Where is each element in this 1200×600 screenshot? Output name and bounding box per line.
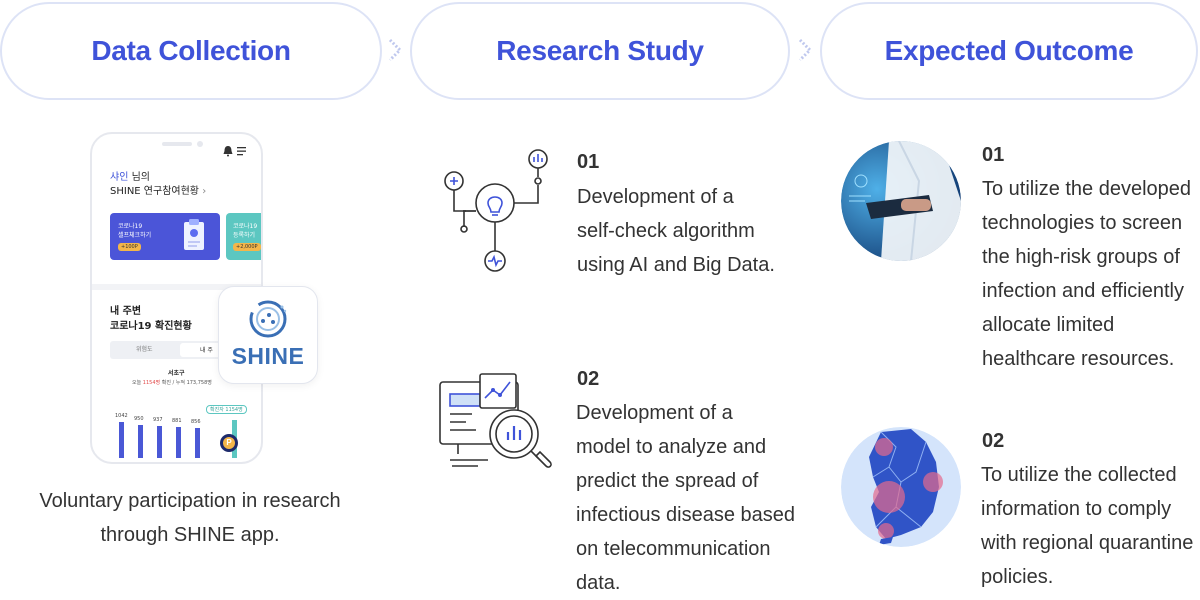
desc-line: To utilize the collected: [981, 464, 1177, 486]
tab-risk[interactable]: 위험도: [136, 346, 153, 353]
region-label: 서초구: [168, 370, 185, 377]
desc-line: the high-risk groups of: [982, 246, 1180, 268]
algorithm-icon: [444, 149, 548, 272]
desc-line: self-check algorithm: [577, 220, 755, 242]
card-line: 코로나19: [118, 223, 143, 230]
chart-bar-label: 881: [172, 418, 182, 424]
desc-line: healthcare resources.: [982, 348, 1175, 370]
shine-app-icon: SHINE: [218, 286, 318, 384]
chart-badge: 확진자 1154명: [206, 405, 247, 414]
korea-map: [841, 427, 961, 547]
chart-bar-label: 1042: [115, 413, 128, 419]
point-p-icon: P: [223, 437, 235, 449]
stage-pill-expected-outcome: Expected Outcome: [820, 2, 1198, 100]
desc-line: predict the spread of: [576, 470, 759, 492]
stage-title: Research Study: [496, 35, 704, 66]
desc-line: using AI and Big Data.: [577, 254, 775, 276]
menu-icon: [237, 147, 246, 156]
section-divider: [92, 284, 261, 290]
nearby-title-line2: 코로나19 확진현황: [110, 321, 192, 332]
stage-title: Expected Outcome: [884, 35, 1134, 66]
points-badge: +2,000P: [233, 243, 261, 251]
desc-line: infectious disease based: [576, 504, 796, 526]
chart-bar: [157, 426, 162, 458]
collection-caption: Voluntary participation in research thro…: [30, 484, 350, 552]
points-fab[interactable]: P: [220, 434, 238, 452]
desc-line: technologies to screen: [982, 212, 1183, 234]
chart-bar: [195, 428, 200, 458]
shine-logo-icon: [249, 300, 287, 338]
desc-line: policies.: [981, 566, 1054, 588]
desc-line: information to comply: [981, 498, 1172, 520]
research-item-number: 02: [577, 368, 600, 390]
desc-line: on telecommunication: [576, 538, 771, 560]
desc-line: data.: [576, 572, 621, 594]
outcome-item-number: 02: [982, 430, 1005, 452]
chart-bar-label: 950: [134, 416, 144, 422]
stage-pill-research-study: Research Study: [410, 2, 790, 100]
chevron-right-icon: [388, 38, 403, 62]
chart-bar: [176, 427, 181, 458]
phone-camera: [197, 141, 203, 147]
self-check-card[interactable]: 코로나19 셀프체크하기 +100P: [110, 213, 220, 260]
chart-bar-label: 937: [153, 417, 163, 423]
research-item-number: 01: [577, 151, 600, 173]
shine-wordmark: SHINE: [231, 343, 305, 369]
desc-line: model to analyze and: [576, 436, 767, 458]
bell-icon: [223, 146, 233, 157]
daily-count: 오늘 1154명 확진 / 누적 173,758명: [132, 380, 212, 386]
caption-line: Voluntary participation in research: [39, 490, 341, 512]
desc-line: To utilize the developed: [982, 178, 1192, 200]
research-item-description: Development of a model to analyze and pr…: [576, 396, 795, 600]
points-badge: +100P: [118, 243, 141, 251]
register-card[interactable]: 코로나19 등록하기 +2,000P: [226, 213, 261, 260]
desc-line: Development of a: [576, 402, 733, 424]
desc-line: allocate limited: [982, 314, 1115, 336]
caption-line: through SHINE app.: [100, 524, 280, 546]
stage-pill-data-collection: Data Collection: [0, 2, 382, 100]
greeting: 샤인 님의: [110, 172, 150, 183]
chart-bar-label: 856: [191, 419, 201, 425]
card-line: 등록하기: [233, 232, 256, 239]
doctor-tablet-photo: [841, 141, 961, 261]
participation-status-link[interactable]: SHINE 연구참여현황 ›: [110, 186, 207, 197]
clipboard-icon: [184, 219, 204, 250]
chevron-right-icon: [798, 38, 813, 62]
desc-line: Development of a: [577, 186, 734, 208]
desc-line: infection and efficiently: [982, 280, 1184, 302]
research-item-description: Development of a self-check algorithm us…: [577, 180, 775, 282]
outcome-item-number: 01: [982, 144, 1005, 166]
card-line: 셀프체크하기: [118, 232, 152, 239]
card-line: 코로나19: [233, 223, 258, 230]
desc-line: with regional quarantine: [981, 532, 1194, 554]
stage-title: Data Collection: [91, 35, 291, 66]
chart-bar: [119, 422, 124, 458]
tab-label: 내 주: [200, 347, 213, 354]
phone-speaker: [162, 142, 192, 146]
outcome-item-description: To utilize the collected information to …: [981, 458, 1193, 594]
data-analysis-icon: [439, 373, 552, 468]
outcome-item-description: To utilize the developed technologies to…: [982, 172, 1191, 376]
chart-bar: [138, 425, 143, 458]
nearby-title-line1: 내 주변: [110, 306, 142, 317]
